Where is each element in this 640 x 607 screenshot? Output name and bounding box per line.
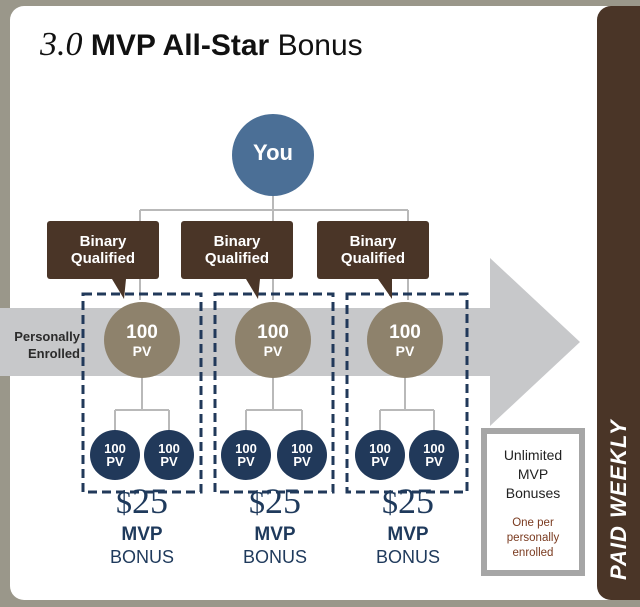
unlimited-box: Unlimited MVP Bonuses One per personally…: [481, 428, 585, 576]
child-node-1a: [90, 430, 140, 480]
page-title: 3.0 MVP All-Star Bonus: [40, 26, 363, 64]
unlimited-sub-text: One per personally enrolled: [506, 517, 560, 559]
title-light: Bonus: [277, 29, 363, 62]
you-node: [232, 114, 314, 196]
bonus-amount-1: $25: [116, 481, 168, 521]
bonus-label-2: BONUS: [242, 547, 307, 567]
you-label: You: [253, 140, 293, 165]
child-node-2b: [277, 430, 327, 480]
bonus-label-1: BONUS: [109, 547, 174, 567]
title-number: 3.0: [40, 26, 83, 63]
paid-weekly-label: PAID WEEKLY: [606, 419, 631, 580]
binary-callout-1: [47, 221, 159, 299]
binary-label-2: Binary Qualified: [204, 233, 270, 267]
binary-callout-2: [181, 221, 293, 299]
child-node-3a: [355, 430, 405, 480]
binary-label-3: Binary Qualified: [340, 233, 406, 267]
arrow-label: Personally Enrolled: [14, 329, 80, 361]
child-node-2a: [221, 430, 271, 480]
group-box-3: [345, 292, 469, 494]
mvp-label-1: MVP: [121, 524, 163, 545]
pv-node-3: [367, 302, 443, 378]
bonus-amount-2: $25: [249, 481, 301, 521]
title-bold: MVP All-Star: [90, 29, 270, 62]
mvp-label-2: MVP: [254, 524, 296, 545]
bonus-amount-3: $25: [382, 481, 434, 521]
group-box-1: [81, 292, 203, 494]
pv-node-2: [235, 302, 311, 378]
pv-node-1: [104, 302, 180, 378]
unlimited-main-text: Unlimited MVP Bonuses: [503, 447, 563, 501]
child-node-1b: [144, 430, 194, 480]
side-bar: [597, 6, 640, 600]
mvp-label-3: MVP: [387, 524, 429, 545]
group-box-2: [213, 292, 335, 494]
child-connectors: [114, 370, 435, 430]
child-node-3b: [409, 430, 459, 480]
binary-label-1: Binary Qualified: [70, 233, 136, 267]
binary-callout-3: [317, 221, 429, 299]
bonus-label-3: BONUS: [375, 547, 440, 567]
